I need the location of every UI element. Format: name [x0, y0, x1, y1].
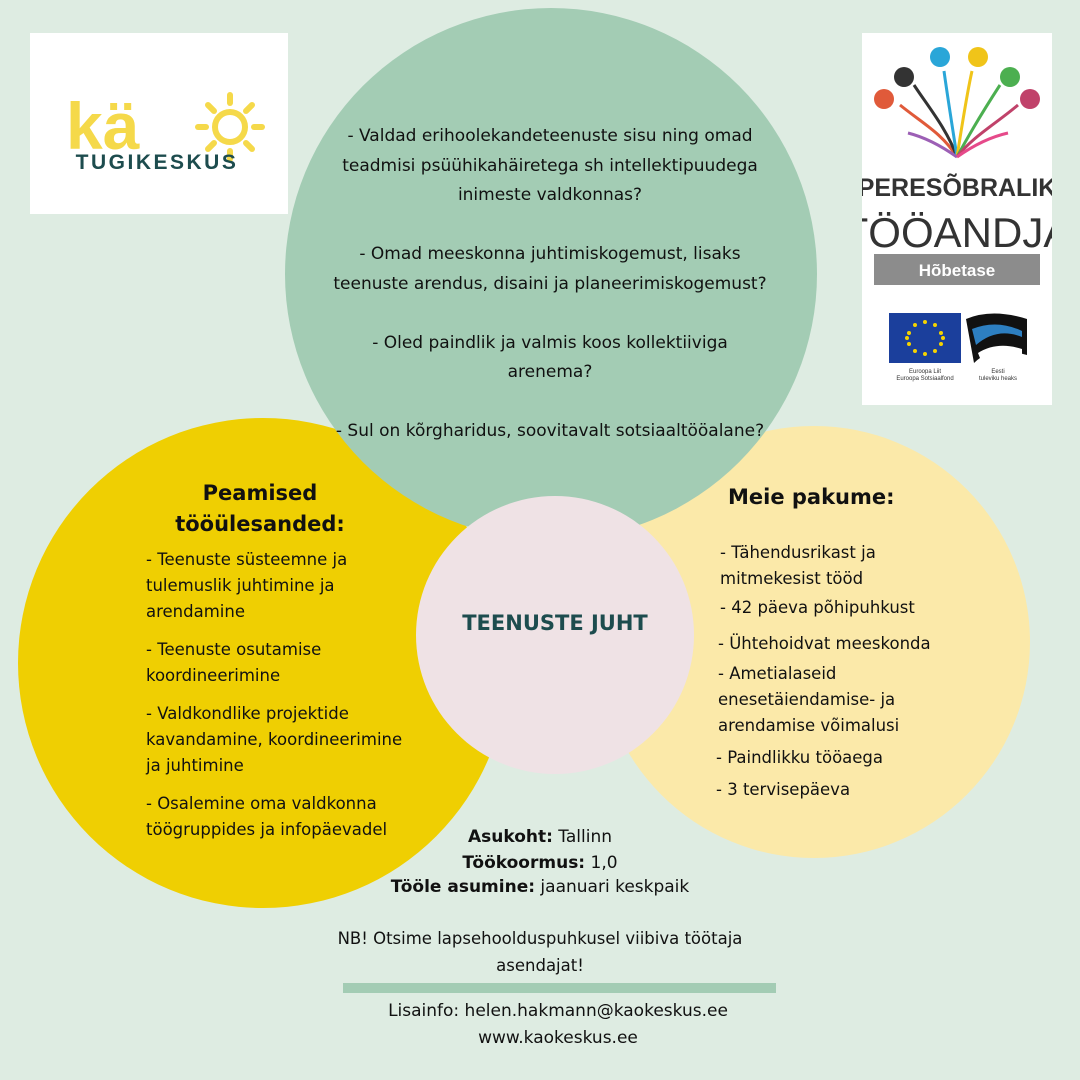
- family-friendly-employer-badge: PERESÕBRALIK TÖÖANDJA Hõbetase Euroopa L…: [843, 33, 1071, 405]
- offer-item: - Paindlikku tööaega: [716, 748, 884, 767]
- job-title: TEENUSTE JUHT: [462, 611, 648, 635]
- tasks-heading: Peamised tööülesanded:: [150, 478, 370, 540]
- note-text: NB! Otsime lapsehoolduspuhkusel viibiva …: [337, 929, 743, 975]
- offer-item: - Tähendusrikast ja mitmekesist tööd: [720, 543, 876, 588]
- tasks-heading-line2: tööülesanded:: [175, 512, 345, 536]
- badge-level: Hõbetase: [919, 261, 996, 280]
- requirement-item: - Valdad erihoolekandeteenuste sisu ning…: [342, 126, 758, 205]
- workload-value: 1,0: [585, 853, 618, 873]
- offer-item: - Ametialaseid enesetäiendamise- ja aren…: [718, 664, 900, 735]
- estonia-logo-icon: [966, 313, 1027, 363]
- start-value: jaanuari keskpaik: [535, 877, 690, 897]
- offer-item: - Ühtehoidvat meeskonda: [718, 634, 931, 653]
- sun-icon: [195, 92, 265, 162]
- people-tree-icon: [874, 47, 1040, 159]
- workload-line: Töökoormus: 1,0: [240, 850, 840, 877]
- center-circle: [416, 496, 694, 774]
- ee-caption-1: Eesti: [991, 369, 1004, 375]
- task-item: - Valdkondlike projektide kavandamine, k…: [146, 704, 403, 775]
- eu-caption-1: Euroopa Liit: [909, 369, 941, 375]
- contact-website: www.kaokeskus.ee: [478, 1028, 638, 1048]
- task-item: - Teenuste süsteemne ja tulemuslik juhti…: [146, 550, 348, 621]
- tasks-list: - Teenuste süsteemne ja tulemuslik juhti…: [146, 547, 416, 855]
- level-bar: [874, 254, 1040, 285]
- location-line: Asukoht: Tallinn: [240, 824, 840, 851]
- task-item: - Teenuste osutamise koordineerimine: [146, 640, 322, 685]
- kao-tugikeskus-logo: kä TUGIKESKUS: [30, 33, 288, 214]
- logo-name: TUGIKESKUS: [76, 151, 239, 174]
- start-line: Tööle asumine: jaanuari keskpaik: [240, 874, 840, 901]
- offer-heading: Meie pakume:: [728, 485, 895, 509]
- badge-title-line2: TÖÖANDJA: [862, 209, 1052, 256]
- task-item: - Osalemine oma valdkonna töögruppides j…: [146, 794, 388, 839]
- requirements-list: - Valdad erihoolekandeteenuste sisu ning…: [330, 122, 770, 476]
- logo-mark: kä: [66, 89, 140, 163]
- requirements-circle: [285, 8, 817, 540]
- location-value: Tallinn: [552, 827, 613, 847]
- offer-item: - 3 tervisepäeva: [716, 780, 851, 799]
- divider: [343, 983, 776, 993]
- requirement-item: - Oled paindlik ja valmis koos kollektii…: [372, 332, 728, 383]
- eu-caption-2: Euroopa Sotsiaalfond: [896, 376, 953, 382]
- location-label: Asukoht:: [467, 827, 553, 847]
- tasks-heading-line1: Peamised: [202, 481, 318, 505]
- start-label: Tööle asumine:: [390, 877, 536, 897]
- kao-sun-logo-icon: kä TUGIKESKUS: [66, 89, 265, 174]
- contact-email: Lisainfo: helen.hakmann@kaokeskus.ee: [388, 1001, 728, 1021]
- requirement-item: - Sul on kõrgharidus, soovitavalt sotsia…: [335, 421, 765, 441]
- offer-item: - 42 päeva põhipuhkust: [720, 598, 915, 617]
- workload-label: Töökoormus:: [462, 853, 586, 873]
- contact-block: Lisainfo: helen.hakmann@kaokeskus.ee www…: [330, 998, 786, 1052]
- requirement-item: - Omad meeskonna juhtimiskogemust, lisak…: [333, 244, 767, 294]
- ee-caption-2: tuleviku heaks: [979, 376, 1017, 382]
- badge-title-line1: PERESÕBRALIK: [862, 172, 1052, 202]
- eu-flag-icon: [889, 313, 961, 363]
